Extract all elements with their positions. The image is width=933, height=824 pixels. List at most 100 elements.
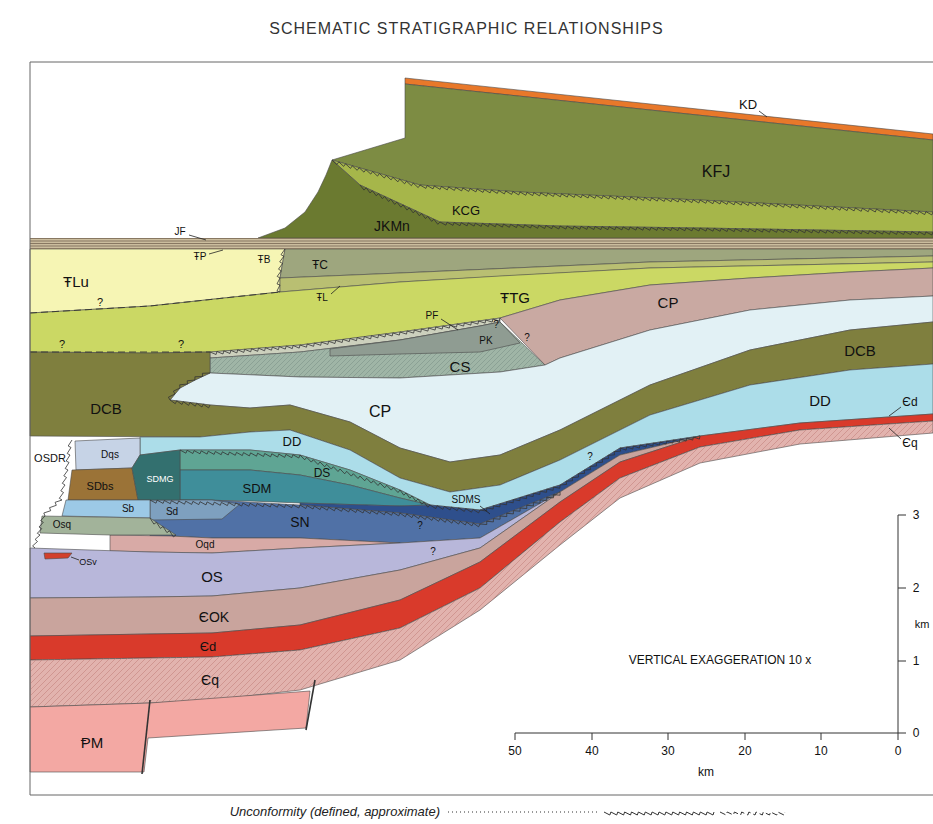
queried-contact — [30, 352, 210, 353]
scale-label: 20 — [738, 745, 751, 757]
unit-label: Osq — [53, 520, 71, 530]
diagram-title: SCHEMATIC STRATIGRAPHIC RELATIONSHIPS — [0, 20, 933, 38]
unit-label: DD — [809, 393, 831, 408]
query-mark: ? — [524, 333, 530, 343]
leader-line — [889, 407, 901, 416]
unit-label: OS — [201, 569, 223, 584]
unit-label: CP — [369, 404, 391, 420]
scale-label: 1 — [913, 655, 920, 667]
interfingering-contact — [168, 373, 210, 408]
legend-dots — [448, 812, 598, 813]
leader-line — [889, 428, 901, 439]
sdbs-band — [68, 468, 138, 500]
legend-sawtooth — [604, 812, 714, 815]
unit-label: Єd — [200, 640, 217, 653]
ds-band — [180, 450, 430, 505]
cs-band-hatch — [210, 322, 545, 378]
unit-label: ЄOK — [199, 610, 229, 624]
leader-line — [331, 286, 340, 294]
scale-label: km — [698, 766, 714, 778]
cs-band — [210, 322, 545, 378]
frame — [30, 62, 933, 795]
scale-label: 2 — [913, 582, 920, 594]
unit-label: CS — [450, 359, 471, 374]
frame-line — [30, 795, 933, 796]
unit-label: SDbs — [87, 481, 114, 492]
fault-lines — [142, 680, 315, 774]
unit-label: ŦLu — [63, 274, 89, 289]
unit-label: Єq — [201, 673, 219, 687]
interfingering-contact — [150, 492, 560, 527]
query-mark: ? — [97, 297, 103, 308]
unit-label: JKMn — [374, 219, 410, 233]
leader-line — [441, 319, 458, 330]
query-mark: ? — [587, 452, 593, 462]
leader-line — [189, 235, 206, 240]
fault-line — [306, 680, 315, 730]
unit-label: Dqs — [101, 450, 119, 460]
legend-text: Unconformity (defined, approximate) — [230, 805, 440, 818]
unit-label: Oqd — [196, 540, 215, 550]
scale-label: 40 — [585, 745, 598, 757]
scale-label: 0 — [895, 745, 902, 757]
unit-label: KCG — [452, 204, 480, 217]
jf-bedding — [30, 238, 933, 239]
scale-ticks — [515, 733, 898, 740]
unit-label: CP — [658, 295, 679, 310]
query-mark: ? — [493, 320, 499, 330]
interfingering-contact — [210, 318, 500, 355]
unit-label: ŦC — [312, 259, 328, 271]
unit-label: Єd — [902, 396, 917, 408]
interfingering-contact — [33, 440, 72, 548]
cq-band — [30, 421, 933, 707]
legend-sawtooth-dashed — [720, 812, 785, 815]
unit-label: KD — [739, 98, 757, 111]
unit-label: SDM — [243, 482, 272, 495]
query-mark: ? — [430, 547, 436, 557]
leader-line — [209, 250, 223, 254]
scale-label: km — [915, 619, 930, 630]
scale-bars — [515, 515, 906, 740]
unit-label: JF — [174, 227, 185, 237]
unit-label: OSv — [79, 558, 97, 567]
jf-bedding — [30, 243, 933, 244]
unit-label: DS — [314, 467, 331, 479]
unit-label: KFJ — [702, 164, 730, 180]
jf-bedding — [30, 241, 933, 242]
horizontal-scale — [515, 733, 898, 734]
unit-label: SDMG — [147, 475, 174, 484]
vertical-scale — [898, 515, 899, 733]
unit-label: ŦL — [316, 293, 328, 303]
sdmg-band — [132, 450, 180, 500]
note: VERTICAL EXAGGERATION 10 x — [629, 654, 812, 666]
leader-line — [480, 506, 490, 514]
pk-band — [330, 322, 520, 356]
unit-label: OSDR — [34, 453, 66, 464]
cd-band — [30, 414, 933, 660]
scale-label: 30 — [661, 745, 674, 757]
scale-label: 0 — [913, 727, 920, 739]
jkmn-band — [258, 160, 933, 238]
fault-line — [142, 700, 150, 774]
pm-basement — [30, 691, 310, 772]
interfingering-contact — [277, 249, 285, 292]
unit-label: ⱣM — [81, 735, 104, 750]
query-mark: ? — [59, 339, 65, 350]
interfingering-contact — [150, 518, 176, 537]
dqs-band — [75, 438, 140, 470]
cq-band-hatch — [30, 421, 933, 707]
scale-label: 50 — [508, 745, 521, 757]
unit-label: SDMS — [452, 495, 481, 505]
unit-label: SN — [290, 515, 309, 529]
cok-band — [30, 436, 700, 636]
jf-bedding — [30, 248, 933, 249]
unit-label: PF — [426, 311, 439, 321]
scale-label: 3 — [913, 509, 920, 521]
unit-label: Sb — [122, 504, 134, 514]
leader-lines — [71, 111, 901, 560]
unit-label: ŦTG — [500, 290, 530, 305]
query-mark: ? — [417, 521, 423, 531]
unit-label: DD — [283, 435, 302, 448]
legend-sample — [448, 812, 785, 815]
